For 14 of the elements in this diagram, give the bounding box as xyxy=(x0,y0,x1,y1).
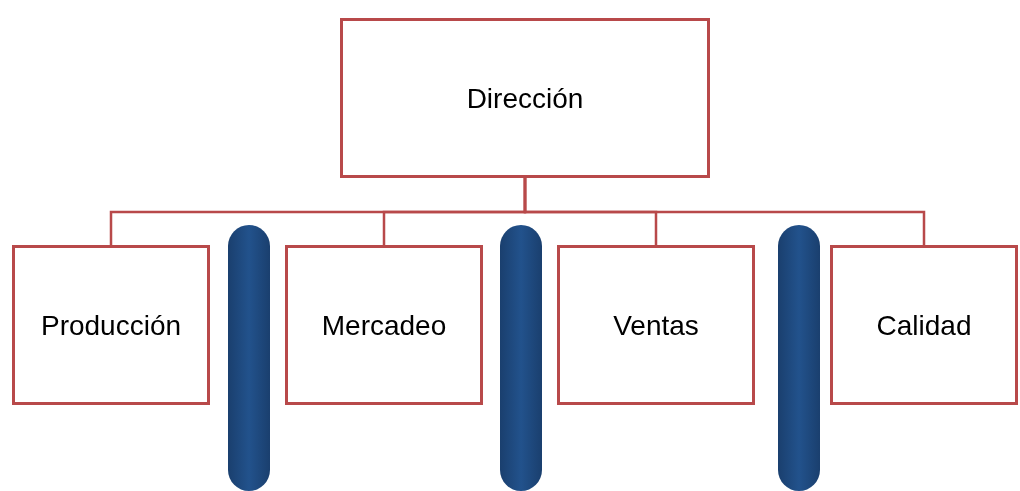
org-box xyxy=(285,245,483,405)
divider-pill xyxy=(500,225,542,491)
org-box xyxy=(830,245,1018,405)
box-label: Producción xyxy=(40,308,182,343)
box-label: Calidad xyxy=(876,308,972,343)
divider-pill xyxy=(228,225,270,491)
box-label: Dirección xyxy=(466,81,584,116)
org-box xyxy=(12,245,210,405)
connector-line xyxy=(523,178,926,245)
org-box xyxy=(557,245,755,405)
divider-pill xyxy=(778,225,820,491)
box-label: Mercadeo xyxy=(321,308,447,343)
box-label: Ventas xyxy=(613,308,699,343)
org-box xyxy=(340,18,710,178)
